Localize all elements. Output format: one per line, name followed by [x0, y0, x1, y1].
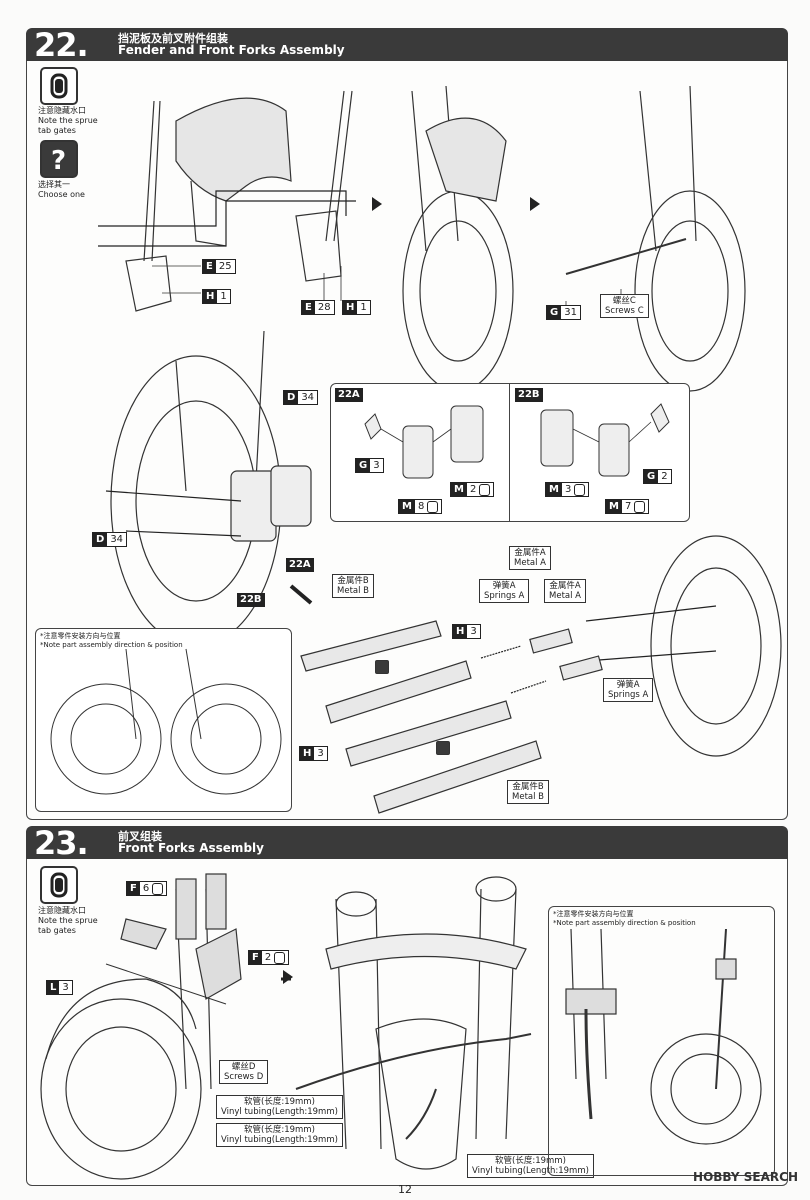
direction-note-panel: *注意零件安装方向与位置*Note part assembly directio…: [548, 906, 775, 1176]
panel-22a-label: 22A: [335, 388, 363, 402]
question-icon: ?: [40, 140, 78, 178]
fender-fork-illustration: [98, 85, 782, 814]
sprue-gate-icon: [152, 882, 164, 895]
vinyl-tubing-label: 软管(长度:19mm)Vinyl tubing(Length:19mm): [467, 1154, 594, 1178]
next-stage-arrow: [530, 197, 540, 211]
caliper-illustration: [364, 403, 670, 479]
direction-note-text: *注意零件安装方向与位置*Note part assembly directio…: [553, 910, 696, 927]
next-stage-arrow: [283, 970, 293, 984]
sprue-gate-icon: [40, 67, 78, 105]
sub-assembly-panel: 22A 22B: [330, 383, 690, 522]
step-title-en: Fender and Front Forks Assembly: [118, 43, 345, 57]
sub-assembly-22b-label: 22B: [237, 593, 265, 607]
step-23-header: 23. 前叉组装 Front Forks Assembly: [26, 824, 788, 862]
sprue-gate-icon: [634, 500, 646, 513]
next-stage-arrow: [372, 197, 382, 211]
sprue-gate-icon: [40, 866, 78, 904]
vinyl-tubing-label: 软管(长度:19mm)Vinyl tubing(Length:19mm): [216, 1095, 343, 1119]
sprue-gate-icon: [274, 951, 286, 964]
step-22-header: 22. 挡泥板及前叉附件组装 Fender and Front Forks As…: [26, 26, 788, 64]
question-icon: [375, 660, 389, 674]
sprue-gate-icon: [427, 500, 439, 513]
step-title-cn: 挡泥板及前叉附件组装: [118, 32, 228, 45]
vinyl-tubing-label: 软管(长度:19mm)Vinyl tubing(Length:19mm): [216, 1123, 343, 1147]
sub-assembly-22a-label: 22A: [286, 558, 314, 572]
step-23-panel: [26, 859, 788, 1186]
direction-note-text: *注意零件安装方向与位置*Note part assembly directio…: [40, 632, 183, 649]
direction-wheel-illustration: [50, 648, 282, 795]
svg-text:?: ?: [51, 146, 66, 176]
front-forks-illustration: [40, 873, 762, 1180]
step-title-en: Front Forks Assembly: [118, 841, 264, 855]
panel-22b-label: 22B: [515, 388, 543, 402]
step-number: 22.: [34, 26, 89, 64]
question-icon: [436, 741, 450, 755]
step-number: 23.: [34, 824, 89, 862]
direction-note-panel: *注意零件安装方向与位置*Note part assembly directio…: [35, 628, 292, 812]
watermark: HOBBY SEARCH: [693, 1170, 798, 1184]
page-number: 12: [398, 1183, 412, 1196]
step-title-cn: 前叉组装: [118, 830, 162, 843]
sprue-gate-icon: [479, 483, 491, 496]
panel-divider: [509, 384, 510, 521]
sprue-gate-icon: [574, 483, 586, 496]
